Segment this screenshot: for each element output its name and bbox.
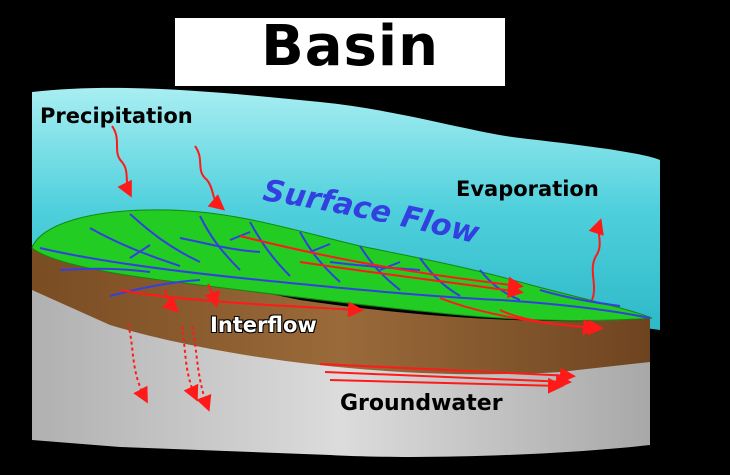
groundwater-label: Groundwater xyxy=(340,391,503,416)
diagram-title: Basin xyxy=(261,14,439,79)
percolation-arrows xyxy=(127,323,212,412)
precipitation-label: Precipitation xyxy=(40,104,193,128)
interflow-arrows xyxy=(119,283,604,336)
title-band xyxy=(175,18,505,86)
stream-network xyxy=(39,213,651,319)
surface-flow-arrows xyxy=(239,235,524,299)
evaporation-label: Evaporation xyxy=(456,177,599,201)
evaporation-arrow xyxy=(588,218,604,301)
precipitation-arrows xyxy=(111,125,226,211)
groundwater-arrows xyxy=(319,363,576,394)
sky-volume xyxy=(32,87,660,330)
interflow-label: Interflow xyxy=(210,313,317,337)
bedrock-layer xyxy=(32,285,650,457)
